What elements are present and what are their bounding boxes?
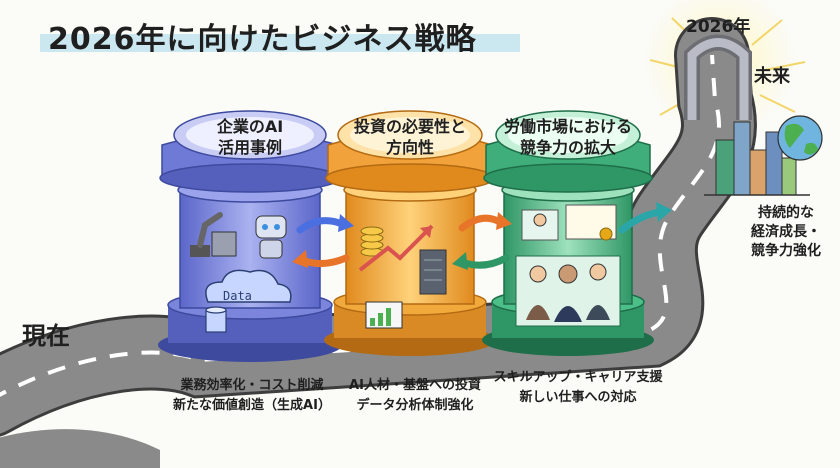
- city-skyline: [704, 121, 810, 196]
- pillar-1-heading-line-1: 企業のAI: [216, 117, 284, 136]
- pillar-3-caption: スキルアップ・キャリア支援 新しい仕事への対応: [486, 368, 670, 408]
- pillar-1-caption: 業務効率化・コスト削減 新たな価値創造（生成AI）: [160, 376, 344, 416]
- future-arch: [684, 34, 752, 120]
- workers-icon: [515, 255, 621, 327]
- road: [0, 17, 757, 468]
- training-icon: [521, 209, 559, 241]
- pillar-3-heading: 労働市場における 競争力の拡大: [494, 116, 642, 158]
- pillar-2-heading-line-1: 投資の必要性と: [353, 117, 466, 136]
- pillar-3-caption-line-1: スキルアップ・キャリア支援: [493, 370, 663, 385]
- growth-arrow-icon: [358, 224, 434, 272]
- pillar-1-caption-line-1: 業務効率化・コスト削減: [180, 378, 324, 393]
- cloud-label: Data: [223, 289, 252, 303]
- pillar-1-heading: 企業のAI 活用事例: [190, 116, 310, 158]
- server-icon: [419, 249, 447, 295]
- pillar-2-caption-line-1: AI人材・基盤への投資: [349, 378, 481, 393]
- pillar-3-heading-line-1: 労働市場における: [503, 117, 632, 136]
- pillar-2-caption: AI人材・基盤への投資 データ分析体制強化: [330, 376, 500, 416]
- coins-icon: [360, 226, 384, 257]
- pillar-2-caption-line-2: データ分析体制強化: [356, 398, 474, 413]
- destination-year: 2026年: [686, 17, 751, 37]
- pillar-3-heading-line-2: 競争力の拡大: [519, 138, 616, 157]
- destination-label: 未来: [754, 66, 790, 87]
- certificate-icon: [565, 204, 617, 241]
- database-icon: [205, 306, 227, 333]
- start-label: 現在: [22, 322, 70, 350]
- goal-line-2: 経済成長・: [751, 224, 821, 240]
- cloud-icon: [205, 269, 292, 303]
- pillar-2-heading-line-2: 方向性: [385, 138, 434, 157]
- globe-icon: [777, 115, 823, 161]
- goal-line-1: 持続的な: [758, 205, 814, 221]
- robot-icon: [255, 215, 287, 259]
- page-title: 2026年に向けたビジネス戦略: [48, 22, 477, 57]
- goal-line-3: 競争力強化: [751, 243, 821, 259]
- pillar-3-caption-line-2: 新しい仕事への対応: [519, 390, 637, 405]
- pillar-2-heading: 投資の必要性と 方向性: [340, 116, 480, 158]
- flow-arrows: [292, 202, 672, 270]
- pillar-1-caption-line-2: 新たな価値創造（生成AI）: [173, 398, 331, 413]
- robot-arm-icon: [190, 212, 237, 257]
- title-highlight: [40, 34, 520, 52]
- pillar-1-heading-line-2: 活用事例: [217, 138, 282, 157]
- bar-chart-icon: [365, 301, 403, 329]
- goal-text: 持続的な 経済成長・ 競争力強化: [738, 204, 834, 261]
